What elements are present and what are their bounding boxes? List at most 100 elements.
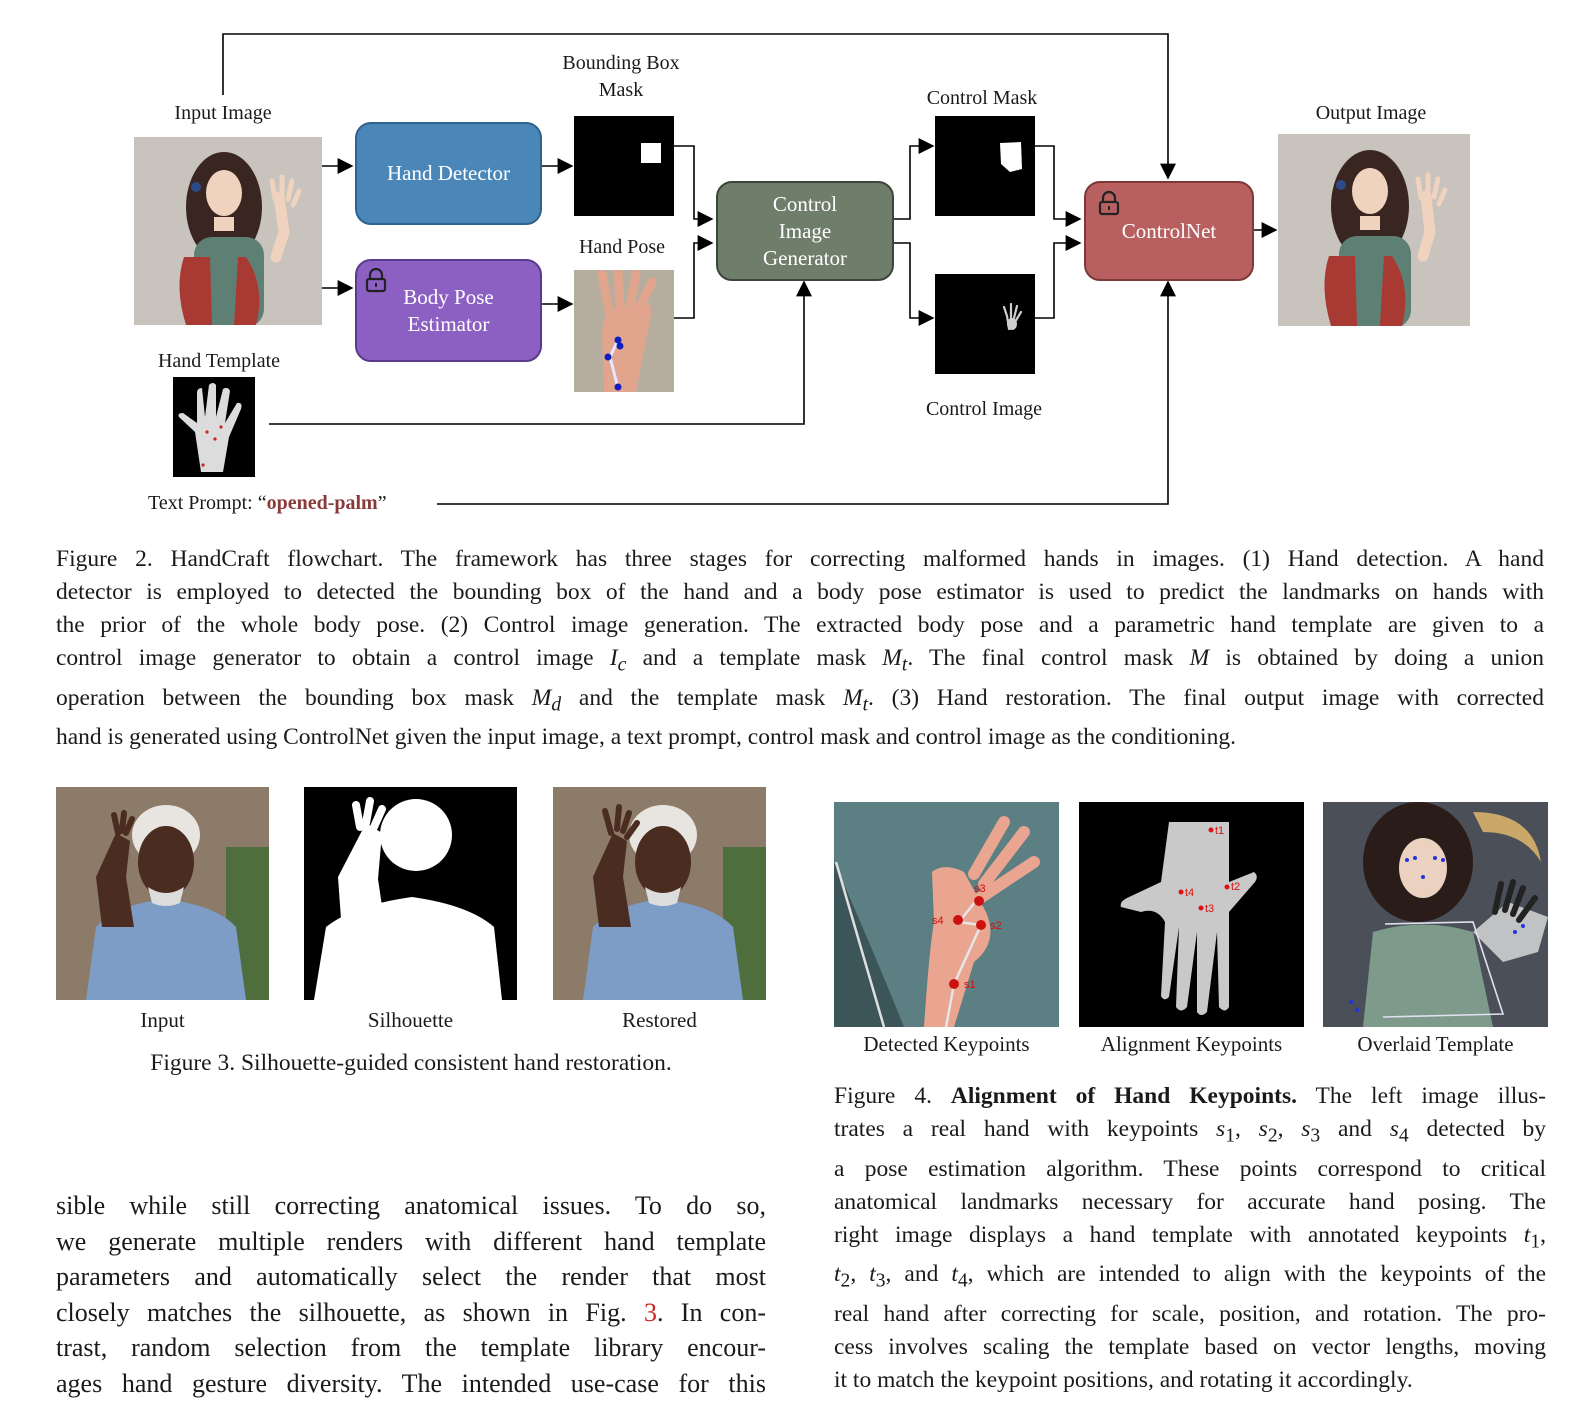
text-prompt-prefix: Text Prompt: “ (148, 492, 267, 514)
figure4-alignment-label: Alignment Keypoints (1100, 1032, 1283, 1056)
control-image-label: Control Image (925, 398, 1043, 420)
edge-generator-to-ctrlimage (892, 242, 935, 326)
edge-bbox-to-generator (674, 145, 714, 227)
caption-line: hand is generated using ControlNet given… (56, 724, 1236, 751)
overlaid-template-figure (1323, 802, 1548, 1027)
elderly-man-restored (553, 787, 766, 1000)
elderly-man-input (56, 787, 269, 1000)
keypoint-label: t2 (1231, 881, 1240, 893)
figure2-caption: Figure 2. HandCraft flowchart. The frame… (56, 543, 1544, 754)
flowchart-connectors (222, 33, 1278, 505)
alignment-keypoints-figure: t1 t2 t3 t4 (1120, 822, 1257, 1015)
edge-handpose-to-generator (674, 235, 714, 319)
control-mask-image (935, 116, 1035, 216)
hand-detector-box: Hand Detector (355, 122, 542, 225)
figure4-overlaid-label: Overlaid Template (1357, 1032, 1514, 1056)
body-pose-label-2: Estimator (407, 311, 490, 336)
caption-line: real hand after correcting for scale, po… (834, 1301, 1546, 1328)
caption-line: operation between the bounding box mask … (56, 684, 1544, 716)
generator-label-2: Image (778, 218, 832, 243)
lock-icon (365, 267, 387, 293)
output-image-label: Output Image (1315, 102, 1427, 124)
figure-reference-link[interactable]: 3 (643, 1297, 657, 1327)
hand-detector-label: Hand Detector (386, 161, 511, 185)
caption-line: anatomical landmarks necessary for accur… (834, 1188, 1546, 1215)
bbox-mask-white-square (641, 143, 661, 163)
hand-pose-label: Hand Pose (578, 236, 666, 258)
figure3-restored-image (553, 787, 766, 1000)
caption-line: right image displays a hand template wit… (834, 1221, 1546, 1253)
figure4-caption: Figure 4. Alignment of Hand Keypoints. T… (834, 1080, 1546, 1397)
control-mask-shape (1000, 142, 1022, 172)
body-pose-estimator-box: Body Pose Estimator (355, 259, 542, 362)
keypoint-label: s2 (990, 920, 1002, 932)
figure3-caption: Figure 3. Silhouette-guided consistent h… (150, 1050, 672, 1076)
figure3-silhouette-image (304, 787, 517, 1000)
control-image-generator-box: Control Image Generator (716, 181, 894, 281)
bbox-mask-label-2: Mask (598, 79, 644, 101)
keypoint-label: s3 (974, 883, 986, 895)
lock-icon (1098, 190, 1120, 216)
caption-line: a pose estimation algorithm. These point… (834, 1155, 1546, 1182)
generator-label-3: Generator (763, 245, 847, 270)
caption-line: trates a real hand with keypoints s1, s2… (834, 1116, 1547, 1147)
figure4-overlaid-image (1323, 802, 1548, 1027)
bounding-box-mask-image (574, 116, 674, 216)
text-prompt: Text Prompt: “opened-palm” (148, 492, 387, 515)
input-image (134, 137, 322, 325)
output-image (1278, 134, 1470, 326)
caption-line: control image generator to obtain a cont… (56, 645, 1545, 676)
edge-prompt-to-controlnet (437, 280, 1176, 505)
control-mask-label: Control Mask (926, 87, 1038, 109)
caption-line: cess involves scaling the template based… (834, 1334, 1546, 1361)
caption-line: t2, t3, and t4, which are intended to al… (834, 1261, 1546, 1293)
controlnet-label: ControlNet (1121, 218, 1217, 243)
figure3-restored-label: Restored (622, 1008, 697, 1032)
body-line: trast, random selection from the templat… (56, 1333, 766, 1362)
caption-line: the prior of the whole body pose. (2) Co… (56, 612, 1544, 638)
body-line: closely matches the silhouette, as shown… (56, 1297, 766, 1327)
body-line: parameters and automatically select the … (56, 1262, 766, 1291)
detected-keypoints-figure: s3 s2 s4 s1 (834, 802, 1059, 1027)
keypoint-label: s4 (932, 915, 944, 927)
hand-pose-figure (574, 270, 674, 392)
caption-line: it to match the keypoint positions, and … (834, 1367, 1413, 1394)
figure3-input-image (56, 787, 269, 1000)
hand-template-label: Hand Template (157, 350, 281, 372)
hand-template-figure (178, 383, 242, 472)
hand-template-image (173, 377, 255, 477)
edge-generator-to-mask (892, 138, 935, 220)
hand-pose-image (574, 270, 674, 392)
figure3-silhouette-label: Silhouette (367, 1008, 454, 1032)
figure3-input-label: Input (140, 1008, 185, 1032)
edge-input-to-controlnet (222, 33, 1176, 180)
silhouette-shape (314, 797, 502, 1000)
keypoint-label: t3 (1205, 903, 1214, 915)
figure4-detected-image: s3 s2 s4 s1 (834, 802, 1059, 1027)
control-image-hand (1002, 302, 1023, 331)
controlnet-box: ControlNet (1084, 181, 1254, 281)
input-image-label: Input Image (174, 102, 272, 124)
input-image-figure (134, 137, 322, 325)
keypoint-label: t4 (1185, 887, 1194, 899)
caption-line: detector is employed to detected the bou… (56, 579, 1544, 605)
keypoint-label: s1 (964, 979, 976, 991)
body-pose-label-1: Body Pose (403, 284, 494, 309)
figure4-alignment-image: t1 t2 t3 t4 (1079, 802, 1304, 1027)
caption-line: Figure 2. HandCraft flowchart. The frame… (56, 546, 1544, 572)
output-image-figure (1278, 134, 1470, 326)
body-line: we generate multiple renders with differ… (56, 1226, 766, 1256)
figure4-detected-label: Detected Keypoints (863, 1032, 1030, 1056)
control-image-image (935, 274, 1035, 374)
text-prompt-suffix: ” (377, 492, 387, 514)
body-line: sible while still correcting anatomical … (56, 1191, 766, 1220)
keypoint-label: t1 (1215, 825, 1224, 837)
caption-line: Figure 4. Alignment of Hand Keypoints. T… (834, 1083, 1547, 1109)
body-paragraph: sible while still correcting anatomical … (56, 1188, 766, 1401)
text-prompt-value: opened-palm (266, 492, 378, 514)
body-line: ages hand gesture diversity. The intende… (56, 1368, 766, 1398)
generator-label-1: Control (772, 191, 838, 216)
edge-mask-to-controlnet (1035, 145, 1082, 227)
edge-ctrlimage-to-controlnet (1035, 235, 1082, 319)
edge-template-to-generator (269, 280, 812, 425)
